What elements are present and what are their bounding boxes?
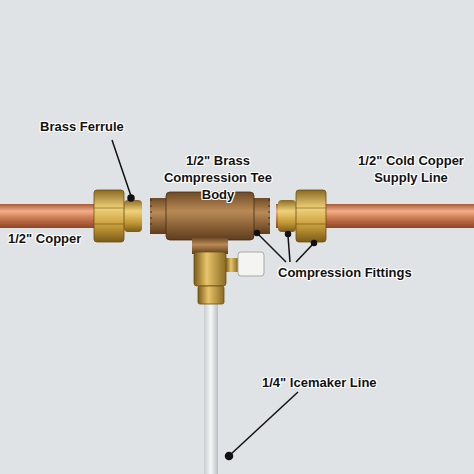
fittings-label: Compression Fittings xyxy=(278,264,458,281)
ferrule-label: Brass Ferrule xyxy=(40,118,160,135)
leader-lines xyxy=(112,140,317,460)
copper-label: 1/2" Copper xyxy=(8,230,108,247)
tee-body-label: 1/2" Brass Compression Tee Body xyxy=(148,152,288,203)
supply-line-label: 1/2" Cold Copper Supply Line xyxy=(352,152,470,186)
icemaker-label: 1/4" Icemaker Line xyxy=(262,374,442,391)
